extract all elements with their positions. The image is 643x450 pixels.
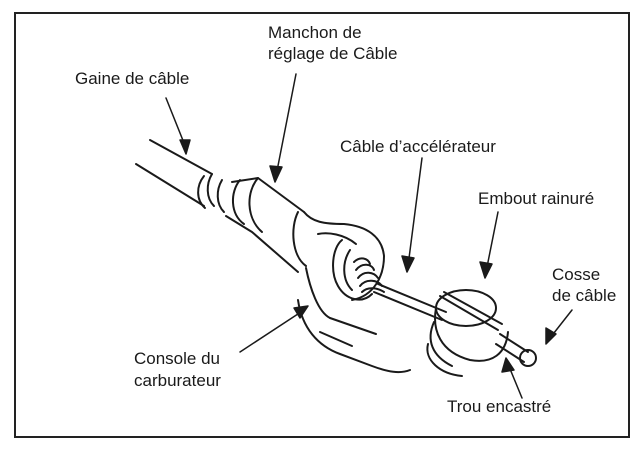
carburettor-bracket [297,211,411,374]
label-adjusting-sleeve-line1: Manchon de [268,23,362,42]
diagram-frame [14,12,630,438]
label-cable-lug-line2: de câble [552,286,617,305]
label-cable-lug-line1: Cosse [552,265,601,284]
return-spring [353,257,385,293]
label-recessed-hole: Trou encastré [447,397,552,416]
label-accelerator-cable: Câble d’accélérateur [340,137,496,156]
leader-lines [165,73,573,399]
label-cable-sheath: Gaine de câble [75,69,190,88]
label-carburettor-bracket-line2: carburateur [134,371,221,390]
cable-sheath [135,139,225,213]
label-carburettor-bracket-line1: Console du [134,349,221,368]
inner-cable [373,283,447,321]
grooved-end [426,289,509,377]
cable-lug [495,333,537,367]
label-grooved-end: Embout rainuré [478,189,595,208]
adjusting-sleeve [225,177,307,273]
label-adjusting-sleeve-line2: réglage de Câble [268,44,398,63]
